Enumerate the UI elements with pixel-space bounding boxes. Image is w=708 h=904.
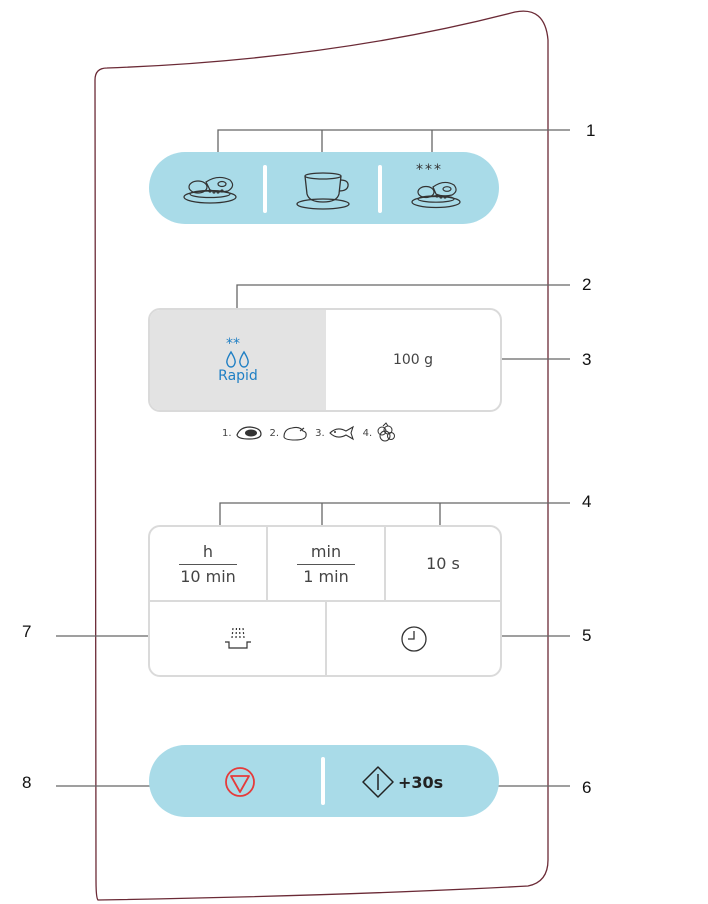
steam-tray-icon — [224, 626, 251, 649]
weight-value: 100 g — [392, 352, 434, 368]
callout-2: 2 — [582, 275, 592, 294]
weight-display[interactable]: 100 g — [326, 310, 500, 410]
separator — [321, 757, 325, 805]
divider — [384, 527, 386, 600]
meat-icon — [235, 426, 262, 440]
callout-1: 1 — [586, 121, 596, 140]
svg-text:***: *** — [416, 162, 443, 178]
callout-6: 6 — [582, 778, 592, 797]
food-type-num: 3. — [315, 427, 325, 439]
food-type-num: 4. — [362, 427, 373, 439]
clock-icon — [400, 625, 427, 652]
stop-button[interactable] — [200, 758, 280, 806]
fraction-bar — [179, 563, 237, 565]
frozen-plate-icon: *** — [411, 162, 461, 209]
poultry-icon — [283, 426, 307, 441]
steam-button[interactable] — [150, 602, 325, 675]
fish-icon — [328, 425, 354, 441]
rapid-defrost-button[interactable]: ** Rapid — [150, 310, 326, 410]
callout-5: 5 — [582, 626, 592, 645]
rapid-defrost-icon: ** — [226, 336, 249, 368]
callout-8: 8 — [22, 773, 32, 792]
timer-button[interactable] — [327, 602, 500, 675]
beverage-button[interactable] — [283, 160, 363, 216]
time-panel: h 10 min min 1 min 10 s — [148, 525, 502, 677]
hours-sub-label: 10 min — [180, 566, 236, 586]
divider — [266, 527, 268, 600]
frozen-meal-button[interactable]: *** — [396, 160, 476, 216]
minutes-button[interactable]: min 1 min — [268, 527, 384, 600]
divider — [325, 602, 327, 675]
minutes-fraction: min 1 min — [297, 542, 355, 586]
seconds-label: 10 s — [426, 554, 460, 573]
start-plus-30s-label: +30s — [398, 772, 444, 792]
rapid-label: Rapid — [218, 368, 258, 384]
food-type-num: 2. — [269, 427, 280, 439]
callout-7: 7 — [22, 622, 32, 641]
hours-fraction: h 10 min — [176, 542, 240, 586]
stop-icon — [225, 767, 255, 797]
separator — [263, 165, 267, 213]
berries-icon — [377, 422, 396, 442]
hours-label: h — [202, 541, 214, 561]
callout-3: 3 — [582, 350, 592, 369]
start-button[interactable]: +30s — [360, 758, 470, 806]
start-diamond-icon — [362, 766, 394, 798]
food-type-num: 1. — [222, 427, 232, 439]
divider — [150, 600, 500, 602]
food-types-row: 1. 2. 3. 4. — [222, 422, 432, 444]
coffee-cup-icon — [296, 172, 350, 210]
callout-4: 4 — [582, 492, 592, 511]
plate-meat-vegetables-icon — [183, 176, 237, 204]
hours-button[interactable]: h 10 min — [150, 527, 266, 600]
fraction-bar — [297, 563, 355, 565]
minutes-label: min — [310, 541, 342, 561]
defrost-stars: ** — [226, 336, 240, 352]
plate-meal-button[interactable] — [170, 160, 250, 216]
seconds-button[interactable]: 10 s — [386, 527, 500, 600]
separator — [378, 165, 382, 213]
minutes-sub-label: 1 min — [303, 566, 349, 586]
defrost-panel: ** Rapid 100 g — [148, 308, 502, 412]
